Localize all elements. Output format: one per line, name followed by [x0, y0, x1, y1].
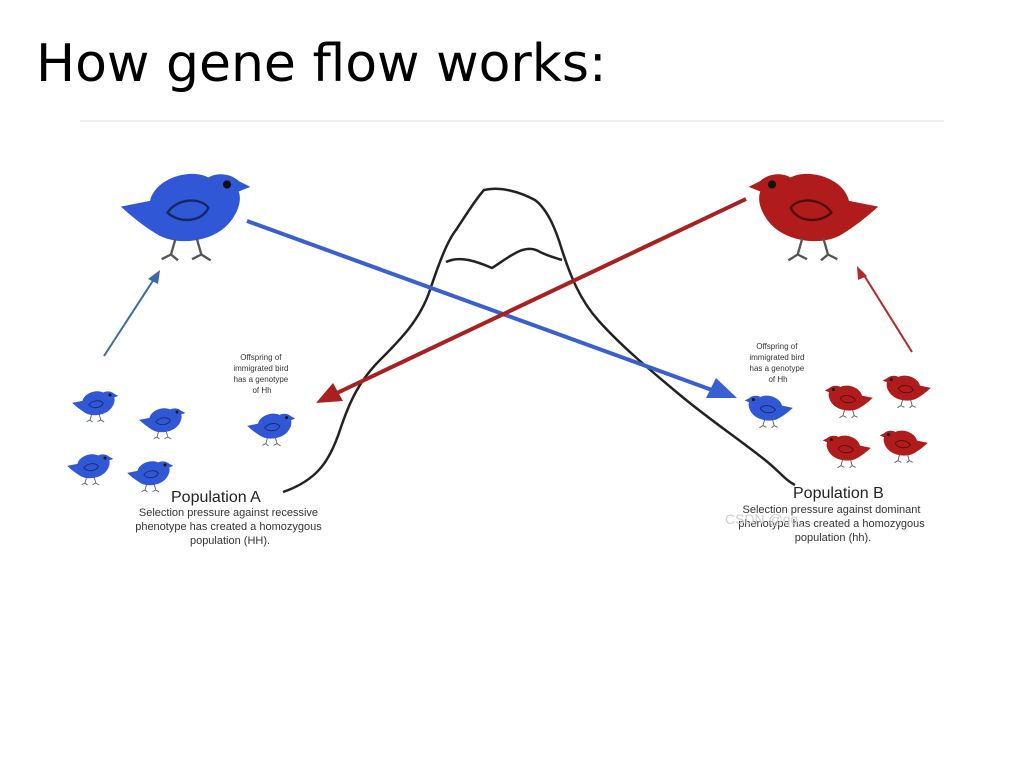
population-a-label: Population A	[171, 489, 261, 506]
migration-arrow-b	[316, 197, 747, 403]
offspring-a-bird	[246, 413, 296, 447]
blue-bird-icon	[138, 407, 186, 440]
population-b-birds	[822, 375, 932, 469]
red-bird-icon	[882, 375, 932, 409]
slide-title: How gene flow works:	[36, 34, 607, 94]
arrow-b-up	[857, 266, 913, 353]
red-bird-icon	[879, 430, 929, 464]
population-a-caption: Selection pressure against recessive phe…	[135, 507, 325, 547]
population-b-caption: Selection pressure against dominant phen…	[738, 504, 928, 544]
offspring-a-caption: Offspring of immigrated bird has a genot…	[233, 353, 290, 395]
red-bird-icon	[747, 172, 880, 262]
offspring-b-caption: Offspring of immigrated bird has a genot…	[749, 342, 806, 384]
red-bird-icon	[824, 385, 874, 419]
blue-bird-icon	[126, 460, 174, 493]
offspring-b-bird	[744, 395, 794, 429]
population-b-label: Population B	[793, 485, 884, 502]
blue-bird-icon	[744, 395, 794, 429]
mountain-icon	[282, 187, 796, 494]
blue-bird-icon	[66, 453, 114, 486]
blue-bird-icon	[71, 390, 119, 423]
migration-arrow-a	[246, 219, 737, 398]
population-a-birds	[66, 390, 186, 493]
blue-bird-icon	[246, 413, 296, 447]
watermark: CSDN @qq_...	[725, 511, 818, 527]
red-bird-icon	[822, 435, 872, 469]
blue-bird-icon	[119, 172, 252, 262]
arrow-a-up	[103, 270, 160, 357]
